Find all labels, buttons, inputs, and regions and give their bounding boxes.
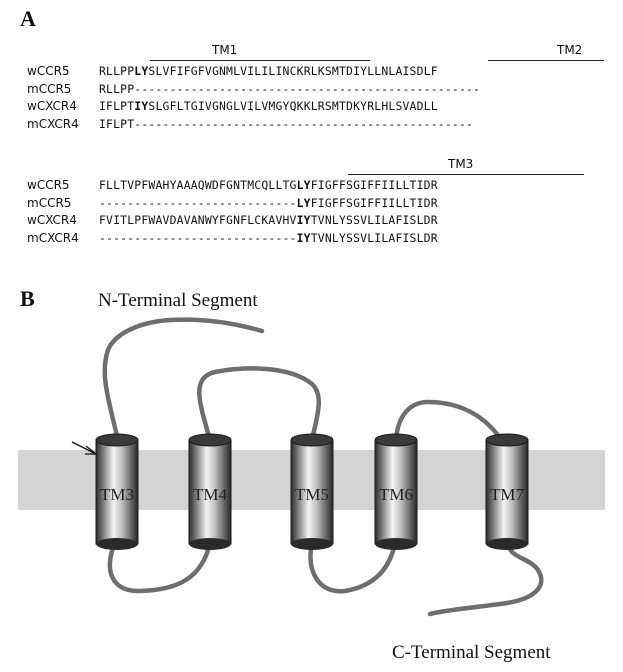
tm2-bar [488,60,604,61]
sequence-text: RLLPPLYSLVFIFGFVGNMLVILILINCKRLKSMTDIYLL… [99,64,438,78]
conserved-motif: IY [296,230,311,245]
helix-label-tm5: TM5 [295,485,329,504]
sequence-text: RLLPP-----------------------------------… [99,82,480,96]
sequence-segment: RLLPP-----------------------------------… [99,81,481,96]
sequence-row: mCCR5 RLLPP------------------------------… [27,80,480,98]
conserved-motif: LY [134,64,149,78]
helix-tm5: TM5 [290,433,334,550]
helix-tm3: TM3 [95,433,139,550]
sequence-segment: SLVFIFGFVGNMLVILILINCKRLKSMTDIYLLNLAISDL… [148,64,438,78]
n-terminal-label: N-Terminal Segment [98,290,258,311]
tm3-bar [348,174,584,175]
sequence-text: FVITLPFWAVDAVANWYFGNFLCKAVHVIYTVNLYSSVLI… [99,213,438,227]
helix-label-tm7: TM7 [490,485,525,504]
sequence-row: mCXCR4 ----------------------------IYTVNL… [27,229,438,247]
helix-tm4: TM4 [188,433,232,550]
sequence-segment: TVNLYSSVLILAFISLDR [310,230,438,245]
helix-label-tm6: TM6 [379,485,413,504]
panel-a-label: A [20,6,36,31]
arrow-icon [71,441,98,455]
conserved-motif: LY [296,178,311,192]
sequence-row: wCXCR4 IFLPTIYSLGFLTGIVGNGLVILVMGYQKKLRSM… [27,97,438,115]
sequence-row: mCCR5 ----------------------------LYFIGFF… [27,194,438,212]
sequence-row: mCXCR4 IFLPT-----------------------------… [27,115,473,133]
sequence-name: mCXCR4 [27,230,79,245]
loop-tm6-tm7 [393,399,503,443]
conserved-motif: IY [296,213,311,227]
tm1-bar [150,60,370,61]
tm2-label: TM2 [557,43,583,57]
panel-b-label: B [20,286,35,311]
sequence-row: wCCR5 FLLTVPFWAHYAAAQWDFGNTMCQLLTGLYFIGFF… [27,176,438,194]
sequence-segment: SLGFLTGIVGNGLVILVMGYQKKLRSMTDKYRLHLSVADL… [148,99,438,113]
sequence-segment: ---------------------------- [99,195,297,210]
c-terminal-label: C-Terminal Segment [392,642,551,663]
sequence-name: mCXCR4 [27,116,79,131]
loop-tm3-tm4 [107,540,213,594]
sequence-text: IFLPTIYSLGFLTGIVGNGLVILVMGYQKKLRSMTDKYRL… [99,99,438,113]
sequence-name: wCCR5 [27,178,70,192]
helix-label-tm3: TM3 [100,485,134,504]
sequence-name: mCCR5 [27,195,72,210]
sequence-name: mCCR5 [27,81,72,96]
sequence-name: wCCR5 [27,64,70,78]
conserved-motif: IY [134,99,149,113]
sequence-segment: RLLPP [99,64,135,78]
sequence-segment: ---------------------------- [99,230,297,245]
helix-tm6: TM6 [374,433,418,550]
sequence-segment: IFLPT [99,99,135,113]
loop-tm5-tm6 [308,540,398,594]
sequence-segment: FLLTVPFWAHYAAAQWDFGNTMCQLLTG [99,178,297,192]
sequence-text: IFLPT-----------------------------------… [99,117,473,131]
sequence-row: wCXCR4 FVITLPFWAVDAVANWYFGNFLCKAVHVIYTVNL… [27,211,438,229]
sequence-row: wCCR5 RLLPPLYSLVFIFGFVGNMLVILILINCKRLKSMT… [27,62,438,80]
tm3-label: TM3 [448,157,474,171]
receptor-topology-diagram: N-Terminal Segment TM3 TM4 TM5 TM6 [18,290,605,663]
n-terminal-loop [102,317,265,443]
sequence-text: FLLTVPFWAHYAAAQWDFGNTMCQLLTGLYFIGFFSGIFF… [99,178,438,192]
sequence-segment: IFLPT-----------------------------------… [99,116,474,131]
sequence-segment: TVNLYSSVLILAFISLDR [310,213,438,227]
conserved-motif: LY [296,195,311,210]
helix-label-tm4: TM4 [193,485,228,504]
helix-tm7: TM7 [485,433,529,550]
sequence-segment: FIGFFSGIFFIILLTIDR [310,195,438,210]
sequence-name: wCXCR4 [27,213,77,227]
sequence-name: wCXCR4 [27,99,77,113]
tm1-label: TM1 [212,43,238,57]
sequence-segment: FVITLPFWAVDAVANWYFGNFLCKAVHV [99,213,297,227]
c-terminal-tail [427,541,544,617]
loop-tm4-tm5 [197,366,322,443]
sequence-segment: FIGFFSGIFFIILLTIDR [310,178,438,192]
sequence-text: ----------------------------LYFIGFFSGIFF… [99,196,438,210]
sequence-text: ----------------------------IYTVNLYSSVLI… [99,231,438,245]
